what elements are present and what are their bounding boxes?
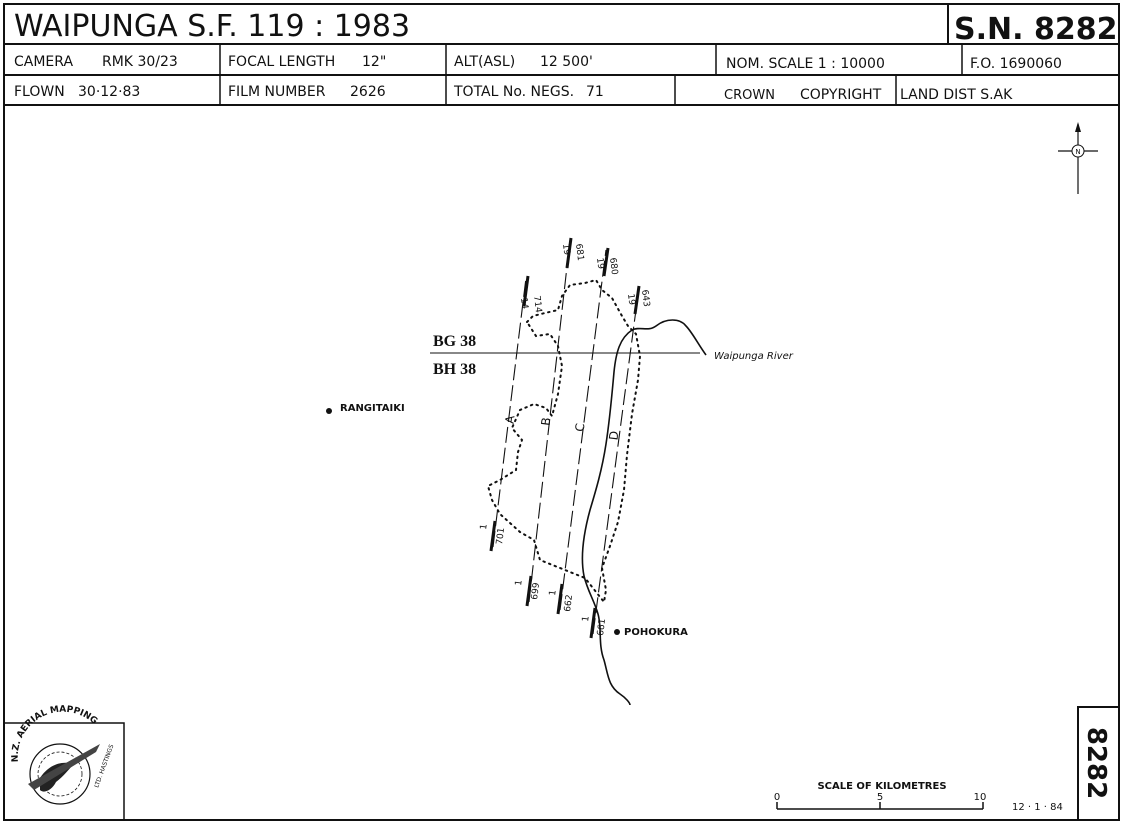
run-d-start-run: 1 xyxy=(581,615,592,622)
waipunga-river xyxy=(581,319,707,706)
river-label: Waipunga River xyxy=(714,351,794,362)
flight-run-d: D 1 661 19 643 xyxy=(581,285,651,639)
north-arrow-icon: N xyxy=(1058,122,1098,194)
flight-run-b: B 1 699 19 681 xyxy=(514,237,585,607)
scale-tick-5: 5 xyxy=(877,792,883,803)
flight-run-c: C 1 662 19 680 xyxy=(548,247,619,615)
camera-value: RMK 30/23 xyxy=(102,54,178,70)
run-b-start-num: 699 xyxy=(530,582,542,601)
run-c-start-num: 662 xyxy=(563,594,575,612)
sheet-number: S.N. 8282 xyxy=(954,12,1117,47)
run-letter-b: B xyxy=(539,417,554,427)
flown-date: 30·12·83 xyxy=(78,84,140,100)
logo-box xyxy=(3,722,125,821)
run-d-start-num: 661 xyxy=(596,618,608,636)
run-d-end-run: 19 xyxy=(625,293,636,306)
place-pohokura: POHOKURA xyxy=(624,627,688,638)
total-negs-value: 71 xyxy=(586,84,604,100)
crown-label: CROWN xyxy=(724,88,775,103)
run-letter-c: C xyxy=(573,422,588,432)
run-a-end-run: 14 xyxy=(518,297,529,310)
run-d-end-num: 643 xyxy=(639,289,651,307)
place-marker-pohokura xyxy=(614,629,620,635)
run-b-end-num: 681 xyxy=(573,243,585,261)
run-letter-d: D xyxy=(607,430,622,441)
altitude-label: ALT(ASL) xyxy=(454,54,515,70)
film-number-value: 2626 xyxy=(350,84,386,100)
run-a-start-run: 1 xyxy=(479,523,490,530)
run-b-end-run: 19 xyxy=(560,243,571,256)
altitude-value: 12 500' xyxy=(540,54,593,70)
sheet-border xyxy=(3,3,1120,821)
aerial-mapping-logo: N.Z. AERIAL MAPPING LTD. HASTINGS xyxy=(11,705,115,805)
run-letter-a: A xyxy=(503,414,518,425)
scale-tick-10: 10 xyxy=(974,792,987,803)
north-glyph: N xyxy=(1075,148,1080,156)
place-marker-rangitaiki xyxy=(326,408,332,414)
film-number-label: FILM NUMBER xyxy=(228,84,326,100)
land-district: LAND DIST S.AK xyxy=(900,87,1013,103)
grid-label-top: BG 38 xyxy=(433,333,476,350)
run-a-start-num: 701 xyxy=(495,527,507,545)
run-c-end-num: 680 xyxy=(607,257,619,276)
nominal-scale: NOM. SCALE 1 : 10000 xyxy=(726,56,885,72)
map-title: WAIPUNGA S.F. 119 : 1983 xyxy=(14,9,410,44)
grid-label-bottom: BH 38 xyxy=(433,361,476,378)
camera-label: CAMERA xyxy=(14,54,73,70)
forest-boundary xyxy=(486,278,642,605)
total-negs-label: TOTAL No. NEGS. xyxy=(453,84,574,100)
film-order-number: F.O. 1690060 xyxy=(970,56,1062,72)
focal-length-value: 12" xyxy=(362,54,386,70)
place-rangitaiki: RANGITAIKI xyxy=(340,403,405,414)
copyright-label: COPYRIGHT xyxy=(800,87,882,103)
scale-tick-0: 0 xyxy=(774,792,780,803)
side-number-box xyxy=(1077,706,1120,821)
run-b-start-run: 1 xyxy=(514,579,525,586)
run-c-start-run: 1 xyxy=(548,589,559,596)
run-a-end-num: 714 xyxy=(531,295,543,314)
run-c-end-run: 19 xyxy=(594,257,605,270)
print-date: 12 · 1 · 84 xyxy=(1012,802,1063,813)
focal-length-label: FOCAL LENGTH xyxy=(228,54,335,70)
flight-run-a: A 1 701 14 714 xyxy=(479,275,543,552)
flown-label: FLOWN xyxy=(14,84,65,100)
side-sheet-number: 8282 xyxy=(1081,727,1111,799)
scale-title: SCALE OF KILOMETRES xyxy=(817,781,946,792)
